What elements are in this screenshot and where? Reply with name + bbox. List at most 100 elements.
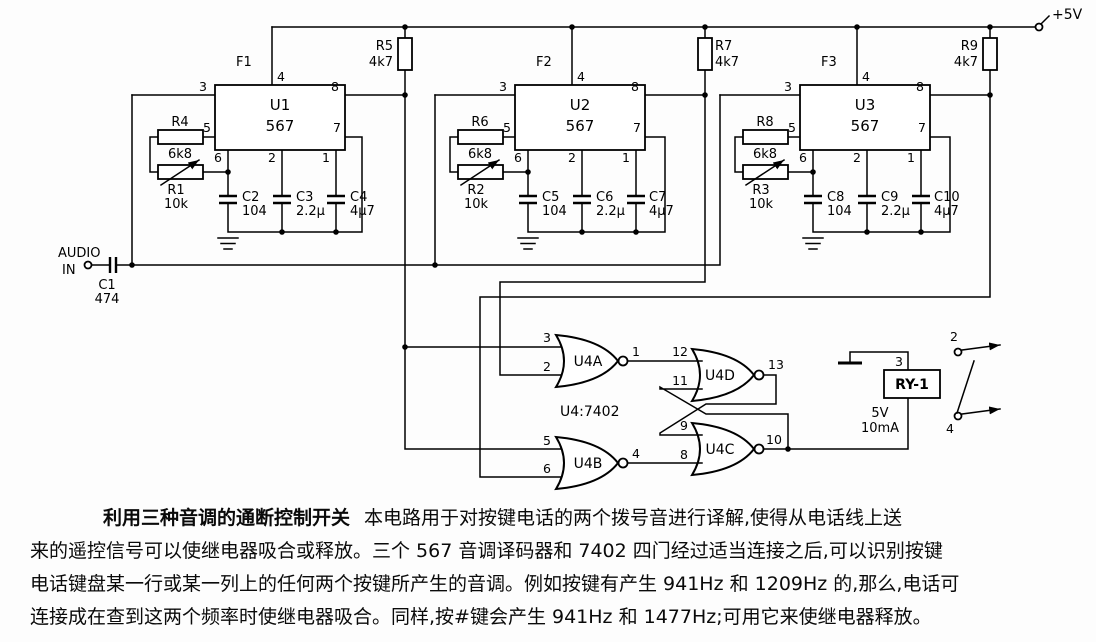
u3-pin7-label: 7	[918, 120, 926, 135]
u1-pin1-label: 1	[322, 150, 330, 165]
u4b-pin4-label: 4	[632, 446, 640, 461]
relay-pin3-label: 3	[895, 354, 903, 369]
u4a-label: U4A	[574, 354, 603, 370]
u2-pin6-label: 6	[514, 150, 522, 165]
decoder-stage-f1: F1 U1 567 R5 4k7 R4 6k8 R1 10k C2 104 C3…	[131, 26, 413, 250]
u4b-gate-body	[554, 435, 620, 491]
u4c-label: U4C	[706, 442, 735, 458]
power-tick-icon	[1039, 14, 1051, 26]
signal-routing	[404, 94, 991, 478]
c9-ref-label: C9	[881, 190, 898, 205]
caption-line-3: 电话键盘某一行或某一列上的任何两个按键所产生的音调。例如按键有产生 941Hz …	[30, 573, 960, 595]
c7-value-label: 4μ7	[649, 204, 674, 219]
audio-label: AUDIO	[58, 246, 101, 261]
u4a-pin1-label: 1	[632, 344, 640, 359]
u3-pin6-label: 6	[799, 150, 807, 165]
u4c-pin9-label: 9	[680, 418, 688, 433]
u4a-pin2-label: 2	[543, 359, 551, 374]
u4b-inverter-bubble-icon	[617, 457, 629, 469]
r7-resistor	[697, 37, 713, 71]
plus5v-terminal-icon	[1034, 22, 1044, 32]
u2-pin4-label: 4	[577, 69, 585, 84]
r2-pot-arrow-icon	[459, 158, 501, 187]
c9-value-label: 2.2μ	[881, 204, 910, 219]
decoder-stage-f2: F2 U2 567 R7 4k7 R6 6k8 R2 10k C5 104 C6…	[434, 26, 739, 250]
u4b-pin5-label: 5	[543, 433, 551, 448]
r1-ref-label: R1	[167, 183, 184, 198]
u2-pin1-label: 1	[622, 150, 630, 165]
ground-symbol-icon	[517, 237, 539, 250]
r7-ref-label: R7	[715, 39, 732, 54]
u3-pin1-label: 1	[907, 150, 915, 165]
f3-stage-label: F3	[821, 55, 837, 70]
u1-part-label: 567	[266, 117, 295, 135]
u2-label: U2	[570, 96, 591, 114]
u1-ic-body	[214, 84, 346, 151]
ground-symbol-icon	[802, 237, 824, 250]
u4d-inverter-bubble-icon	[753, 369, 765, 381]
u2-pin2-label: 2	[568, 150, 576, 165]
c4-value-label: 4μ7	[350, 204, 375, 219]
u2-pin7-label: 7	[633, 120, 641, 135]
r5-value-label: 4k7	[369, 55, 393, 70]
u4b-pin6-label: 6	[543, 461, 551, 476]
u4d-label: U4D	[705, 368, 735, 384]
caption-title: 利用三种音调的通断控制开关	[103, 507, 351, 529]
u1-label: U1	[270, 96, 291, 114]
u2-ic-body	[514, 84, 646, 151]
u2-pin8-label: 8	[631, 79, 639, 94]
u1-pin4-label: 4	[277, 69, 285, 84]
r3-pot-arrow-icon	[744, 158, 786, 187]
r3-value-label: 10k	[749, 197, 774, 212]
contact-no-terminal-icon	[953, 347, 963, 357]
nor-gate-section: U4A U4B U4D U4C U4:7402 3 2 1 5 6 4 12 1…	[543, 330, 789, 491]
audio-input: AUDIO IN C1 474	[58, 94, 721, 307]
u4c-inverter-bubble-icon	[753, 443, 765, 455]
c3-value-label: 2.2μ	[296, 204, 325, 219]
contact-nc-arrow-icon	[961, 406, 1001, 415]
r4-ref-label: R4	[171, 115, 188, 130]
u3-pin4-label: 4	[862, 69, 870, 84]
r3-ref-label: R3	[752, 183, 769, 198]
relay-voltage-label: 5V	[871, 406, 888, 421]
u4a-inverter-bubble-icon	[617, 355, 629, 367]
u4a-gate-body	[554, 333, 620, 389]
u1-pin7-label: 7	[333, 120, 341, 135]
u4c-gate-body	[690, 421, 756, 477]
c7-ref-label: C7	[649, 190, 666, 205]
u3-part-label: 567	[851, 117, 880, 135]
u2-pin3-label: 3	[499, 79, 507, 94]
relay-ref-label: RY-1	[895, 377, 929, 393]
u1-pin3-label: 3	[199, 79, 207, 94]
c3-ref-label: C3	[296, 190, 313, 205]
r7-value-label: 4k7	[715, 55, 739, 70]
u3-pin8-label: 8	[916, 79, 924, 94]
u4c-pin10-label: 10	[766, 432, 782, 447]
c1-value-label: 474	[95, 292, 120, 307]
u1-pin5-label: 5	[203, 120, 211, 135]
relay-body	[883, 369, 941, 399]
relay-current-label: 10mA	[861, 421, 899, 436]
caption-line-2: 来的遥控信号可以使继电器吸合或释放。三个 567 音调译码器和 7402 四门经…	[30, 540, 943, 562]
audio-terminal-icon	[83, 260, 93, 270]
u3-pin2-label: 2	[853, 150, 861, 165]
audio-in-label: IN	[62, 263, 76, 278]
r5-ref-label: R5	[376, 39, 393, 54]
u1-pin6-label: 6	[214, 150, 222, 165]
capacitor-plates	[519, 194, 645, 205]
c10-ref-label: C10	[934, 190, 960, 205]
r4-value-label: 6k8	[168, 147, 192, 162]
relay-pin4-label: 4	[946, 421, 954, 436]
capacitor-plates	[804, 194, 930, 205]
c5-ref-label: C5	[542, 190, 559, 205]
r4-resistor	[157, 129, 204, 145]
circuit-schematic: +5V F1 U1 567 R5 4k7 R4 6k8 R1 10k C2 10…	[58, 7, 1083, 491]
r1-value-label: 10k	[164, 197, 189, 212]
r6-resistor	[457, 129, 504, 145]
r9-ref-label: R9	[961, 39, 978, 54]
c10-value-label: 4μ7	[934, 204, 959, 219]
r2-value-label: 10k	[464, 197, 489, 212]
r1-pot-arrow-icon	[159, 158, 201, 187]
r9-resistor	[982, 37, 998, 71]
